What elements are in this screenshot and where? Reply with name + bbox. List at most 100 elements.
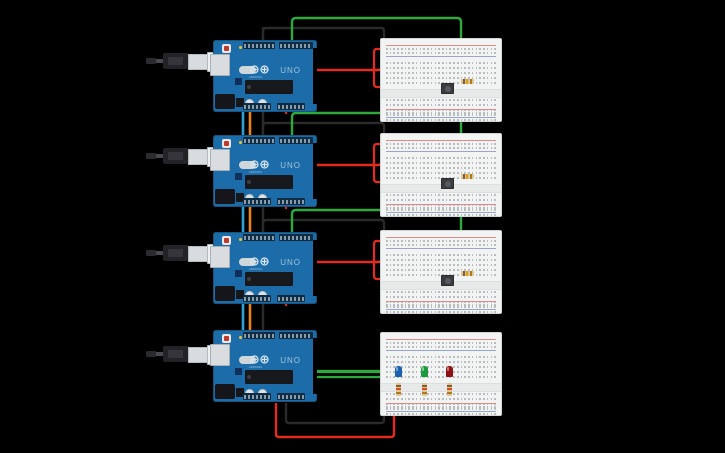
breadboard-hole[interactable] (475, 72, 478, 74)
digital-header-left[interactable] (243, 137, 275, 144)
breadboard-hole[interactable] (442, 398, 444, 400)
breadboard-hole[interactable] (434, 99, 437, 101)
breadboard-hole[interactable] (464, 143, 467, 145)
breadboard-hole[interactable] (386, 393, 388, 395)
breadboard-hole[interactable] (386, 209, 388, 211)
breadboard-hole[interactable] (438, 342, 440, 344)
breadboard-hole[interactable] (464, 104, 467, 106)
breadboard-hole[interactable] (445, 269, 448, 271)
breadboard-hole[interactable] (415, 104, 418, 106)
breadboard-hole[interactable] (471, 291, 474, 293)
breadboard-hole[interactable] (456, 72, 459, 74)
breadboard-hole[interactable] (453, 177, 455, 179)
breadboard-hole[interactable] (442, 119, 444, 121)
breadboard-hole[interactable] (445, 311, 448, 313)
breadboard-hole[interactable] (453, 259, 455, 261)
breadboard-hole[interactable] (486, 264, 489, 266)
breadboard-hole[interactable] (434, 143, 437, 145)
analog-header[interactable] (277, 198, 305, 205)
breadboard-hole[interactable] (453, 240, 455, 242)
breadboard-hole[interactable] (438, 346, 440, 348)
breadboard-hole[interactable] (460, 167, 463, 169)
breadboard-hole[interactable] (460, 269, 463, 271)
breadboard-hole[interactable] (490, 408, 493, 410)
breadboard-hole[interactable] (486, 366, 489, 368)
breadboard-hole[interactable] (386, 48, 388, 50)
breadboard-hole[interactable] (479, 240, 481, 242)
breadboard-hole[interactable] (456, 274, 459, 276)
breadboard-hole[interactable] (453, 413, 455, 415)
breadboard-hole[interactable] (464, 214, 467, 216)
breadboard-hole[interactable] (412, 207, 414, 209)
breadboard-hole[interactable] (486, 413, 489, 415)
breadboard-hole[interactable] (449, 112, 452, 114)
breadboard-hole[interactable] (434, 408, 437, 410)
breadboard-hole[interactable] (419, 209, 422, 211)
breadboard-hole[interactable] (494, 304, 496, 306)
breadboard-hole[interactable] (486, 259, 489, 261)
breadboard-hole[interactable] (483, 162, 485, 164)
usb-port[interactable] (210, 246, 230, 268)
breadboard-hole[interactable] (412, 143, 414, 145)
breadboard-hole[interactable] (456, 119, 459, 121)
breadboard-hole[interactable] (419, 162, 422, 164)
breadboard-hole[interactable] (445, 199, 448, 201)
breadboard-hole[interactable] (442, 209, 444, 211)
breadboard-hole[interactable] (438, 240, 440, 242)
breadboard-hole[interactable] (434, 240, 437, 242)
breadboard-hole[interactable] (400, 167, 403, 169)
breadboard-hole[interactable] (427, 157, 429, 159)
breadboard-hole[interactable] (468, 244, 470, 246)
breadboard-hole[interactable] (483, 143, 485, 145)
breadboard-hole[interactable] (423, 214, 425, 216)
breadboard-hole[interactable] (408, 269, 410, 271)
breadboard-hole[interactable] (445, 143, 448, 145)
breadboard-hole[interactable] (494, 162, 496, 164)
breadboard-hole[interactable] (468, 371, 470, 373)
breadboard-hole[interactable] (490, 311, 493, 313)
breadboard-hole[interactable] (442, 143, 444, 145)
breadboard-hole[interactable] (460, 306, 463, 308)
breadboard-hole[interactable] (434, 199, 437, 201)
breadboard-hole[interactable] (434, 72, 437, 74)
breadboard-hole[interactable] (468, 376, 470, 378)
breadboard-hole[interactable] (449, 342, 452, 344)
breadboard-hole[interactable] (386, 72, 388, 74)
breadboard-hole[interactable] (419, 361, 422, 363)
breadboard-hole[interactable] (386, 244, 388, 246)
breadboard-hole[interactable] (419, 48, 422, 50)
breadboard-hole[interactable] (475, 393, 478, 395)
breadboard-hole[interactable] (397, 244, 399, 246)
breadboard-hole[interactable] (442, 371, 444, 373)
breadboard-hole[interactable] (442, 366, 444, 368)
power-header[interactable] (243, 103, 271, 110)
breadboard-hole[interactable] (430, 214, 433, 216)
breadboard-hole[interactable] (486, 62, 489, 64)
breadboard-hole[interactable] (475, 291, 478, 293)
breadboard-hole[interactable] (442, 342, 444, 344)
breadboard-hole[interactable] (434, 77, 437, 79)
breadboard-hole[interactable] (423, 162, 425, 164)
breadboard-hole[interactable] (460, 209, 463, 211)
breadboard-hole[interactable] (449, 52, 452, 54)
breadboard-hole[interactable] (449, 346, 452, 348)
breadboard-hole[interactable] (486, 52, 489, 54)
breadboard-hole[interactable] (453, 72, 455, 74)
breadboard-hole[interactable] (471, 67, 474, 69)
breadboard-hole[interactable] (442, 99, 444, 101)
breadboard-hole[interactable] (393, 143, 396, 145)
breadboard-hole[interactable] (453, 306, 455, 308)
breadboard-hole[interactable] (486, 172, 489, 174)
breadboard-hole[interactable] (453, 104, 455, 106)
breadboard-hole[interactable] (419, 52, 422, 54)
breadboard-hole[interactable] (445, 157, 448, 159)
breadboard-hole[interactable] (490, 162, 493, 164)
breadboard-hole[interactable] (408, 346, 410, 348)
breadboard-hole[interactable] (393, 114, 396, 116)
breadboard-hole[interactable] (464, 162, 467, 164)
breadboard-hole[interactable] (479, 398, 481, 400)
breadboard-hole[interactable] (449, 143, 452, 145)
breadboard-hole[interactable] (386, 77, 388, 79)
breadboard-hole[interactable] (430, 147, 433, 149)
breadboard-hole[interactable] (415, 162, 418, 164)
